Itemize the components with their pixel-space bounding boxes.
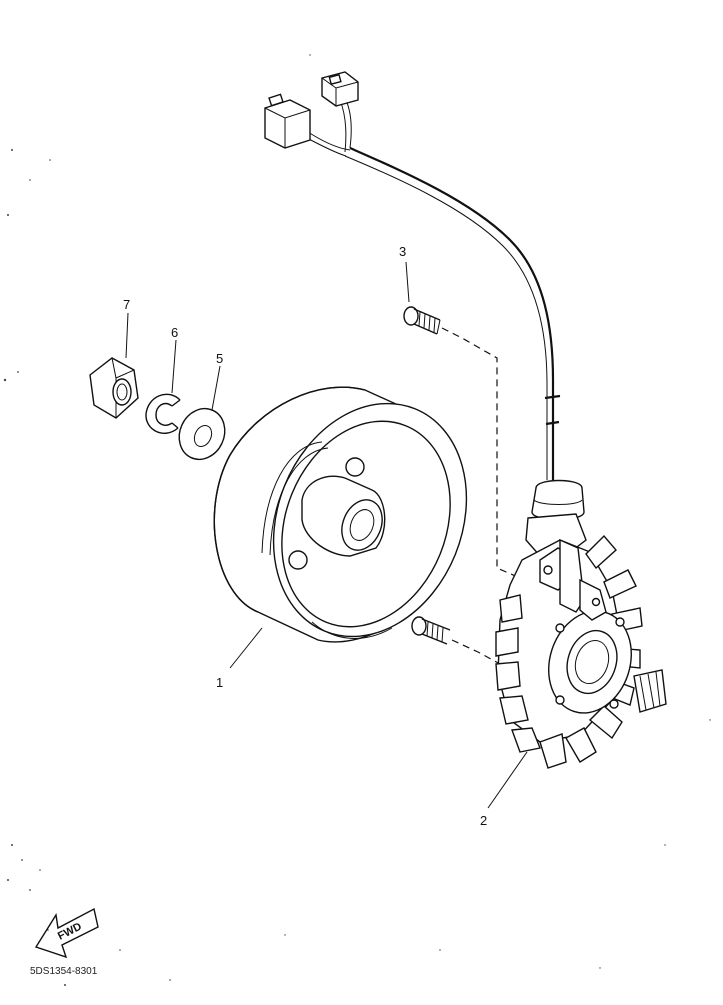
- connector-upper: [321, 71, 359, 107]
- washer: [178, 407, 226, 461]
- scan-noise: [3, 54, 711, 986]
- leader-lines: [125, 261, 528, 809]
- callout-5: 5: [216, 351, 223, 366]
- forward-arrow-icon: FWD: [34, 907, 99, 959]
- callout-3: 3: [399, 244, 406, 259]
- circlip: [145, 393, 181, 434]
- stator: [495, 479, 667, 769]
- connector-lower: [264, 93, 311, 149]
- callout-2: 2: [480, 813, 487, 828]
- stator-wire-clamp: [539, 538, 607, 621]
- screw-lower: [411, 616, 451, 645]
- callout-1: 1: [216, 675, 223, 690]
- screw-upper-dashed-path: [441, 327, 521, 579]
- callout-6: 6: [171, 325, 178, 340]
- forward-label: FWD: [56, 921, 84, 943]
- screw-upper: [403, 306, 441, 335]
- drawing-code: 5DS1354-8301: [30, 966, 98, 977]
- nut: [89, 357, 139, 419]
- screw-lower-dashed-path: [451, 639, 501, 665]
- rotor-flywheel: [213, 386, 468, 643]
- stator-hub: [548, 610, 632, 714]
- wire-harness: [304, 97, 561, 480]
- callout-7: 7: [123, 297, 130, 312]
